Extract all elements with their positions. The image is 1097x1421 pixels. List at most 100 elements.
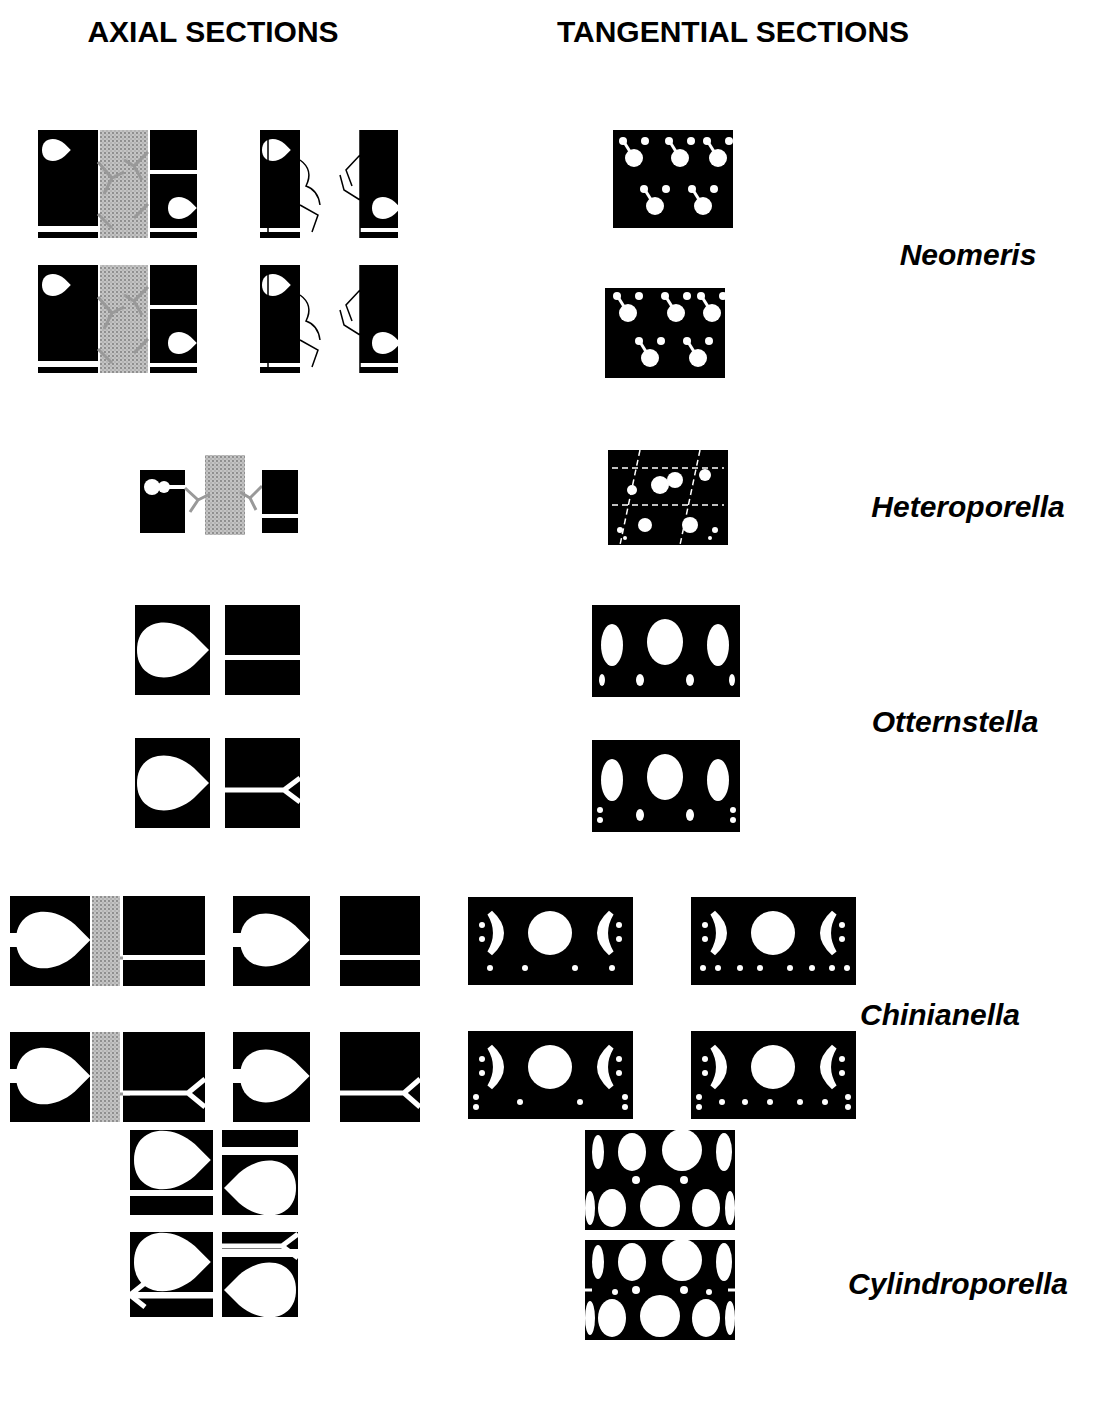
section-shape (473, 1104, 479, 1110)
section-shape (757, 965, 763, 971)
section-shape (662, 1129, 702, 1171)
section-shape (205, 455, 245, 535)
section-shape (592, 1135, 604, 1169)
section-shape (691, 897, 856, 985)
heteroporella-axial (140, 455, 298, 535)
section-shape (260, 232, 300, 238)
section-shape (225, 605, 300, 695)
section-shape (640, 1185, 680, 1227)
column-heading: TANGENTIAL SECTIONS (557, 15, 909, 49)
section-shape (638, 518, 652, 532)
label-text: Heteroporella (871, 490, 1064, 523)
section-shape (844, 965, 850, 971)
section-shape (473, 1094, 479, 1100)
section-shape (123, 1079, 420, 1107)
neomeris-tangential (613, 130, 733, 228)
section-shape (688, 185, 718, 215)
section-shape (577, 1099, 583, 1105)
genus-name: Chinianella (860, 998, 1020, 1032)
cylindroporella-axial (130, 1130, 298, 1215)
section-shape (680, 1176, 688, 1184)
section-shape (572, 965, 578, 971)
section-shape (692, 1189, 720, 1227)
genus-name: Neomeris (900, 238, 1037, 272)
section-shape (635, 337, 665, 367)
cylindroporella-tangential (585, 1239, 735, 1340)
section-shape (623, 536, 627, 540)
section-shape (38, 130, 98, 226)
section-shape (725, 1191, 735, 1225)
section-shape (597, 817, 603, 823)
section-shape (612, 450, 724, 545)
section-shape (123, 896, 205, 986)
genus-name: Otternstella (872, 705, 1039, 739)
section-shape (222, 1130, 298, 1147)
section-shape (585, 1130, 735, 1230)
section-shape (716, 1133, 732, 1171)
section-shape (697, 292, 727, 322)
section-shape (225, 655, 300, 660)
section-shape (665, 137, 695, 167)
section-shape (160, 485, 185, 489)
section-shape (619, 137, 649, 167)
otternstella-tangential (592, 740, 740, 832)
section-shape (787, 965, 793, 971)
section-shape (130, 1130, 213, 1190)
label-text: Cylindroporella (848, 1267, 1068, 1300)
section-shape (42, 139, 71, 161)
section-shape (797, 1099, 803, 1105)
section-shape (667, 472, 683, 488)
section-shape (92, 896, 120, 986)
section-shape (517, 1099, 523, 1105)
section-shape (609, 965, 615, 971)
section-shape (636, 674, 644, 686)
section-shape (10, 896, 90, 986)
section-shape (260, 130, 300, 228)
section-shape (651, 476, 669, 494)
section-shape (706, 1289, 712, 1295)
genus-name: Heteroporella (871, 490, 1064, 524)
chinianella-tangential (468, 897, 856, 1119)
section-shape (622, 1094, 628, 1100)
section-shape (585, 1191, 595, 1225)
section-shape (845, 1104, 851, 1110)
section-shape (700, 965, 706, 971)
section-shape (703, 137, 733, 167)
section-shape (262, 514, 298, 518)
section-shape (598, 1189, 626, 1227)
section-shape (240, 913, 310, 966)
section-shape (691, 1031, 856, 1119)
section-shape (822, 1099, 828, 1105)
section-shape (233, 896, 310, 986)
section-shape (16, 912, 90, 969)
section-shape (134, 1131, 211, 1190)
section-shape (719, 1099, 725, 1105)
section-shape (767, 1099, 773, 1105)
section-shape (699, 469, 711, 481)
section-shape (130, 1196, 213, 1215)
section-shape (712, 527, 718, 533)
section-shape (140, 470, 185, 533)
section-shape (829, 965, 835, 971)
section-shape (10, 933, 20, 947)
section-shape (682, 517, 698, 533)
section-shape (730, 807, 736, 813)
section-shape (138, 1294, 213, 1299)
section-shape (601, 624, 623, 666)
label-text: Chinianella (860, 998, 1020, 1031)
section-shape (150, 130, 197, 228)
section-shape (168, 197, 197, 219)
section-shape (737, 965, 743, 971)
section-shape (487, 965, 493, 971)
section-shape (262, 139, 291, 161)
section-shape (137, 623, 209, 678)
label-text: AXIAL SECTIONS (87, 15, 338, 48)
heteroporella-tangential (608, 450, 728, 545)
section-shape (613, 130, 733, 228)
section-shape (597, 807, 603, 813)
section-shape (130, 1234, 298, 1307)
section-shape (340, 896, 420, 986)
section-shape (613, 292, 643, 322)
section-shape (608, 450, 728, 545)
